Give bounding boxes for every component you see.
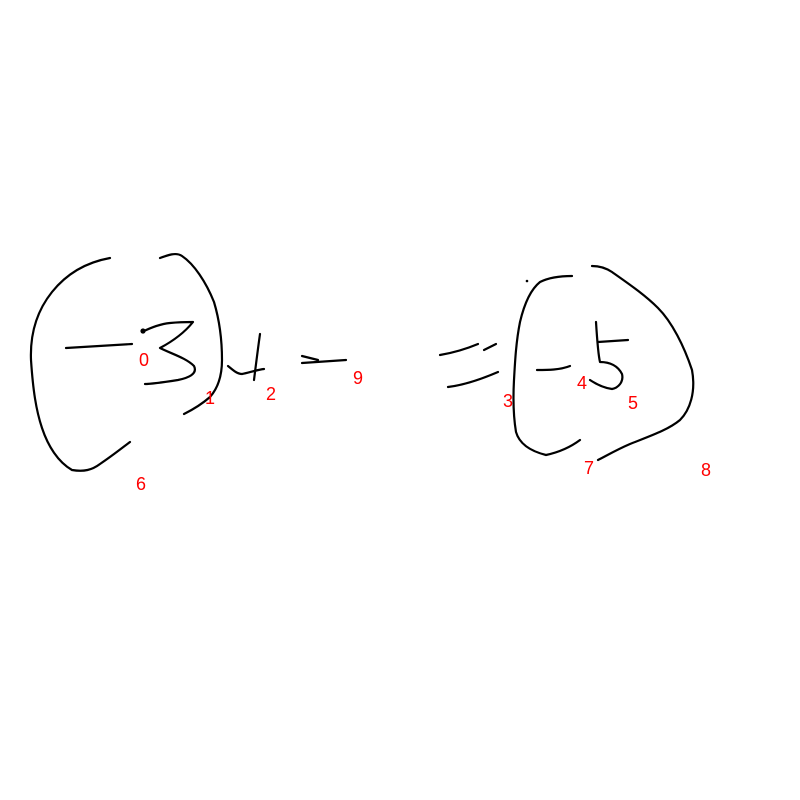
- stroke-dot: [140, 328, 146, 334]
- label-2: 2: [266, 384, 276, 404]
- stroke-five-body: [588, 320, 624, 391]
- label-6: 6: [136, 474, 146, 494]
- stroke-right-paren: [158, 252, 224, 416]
- stroke-right-group-paren-right: [590, 264, 695, 462]
- label-8: 8: [701, 460, 711, 480]
- stroke-minus-middle: [300, 354, 348, 365]
- label-5: 5: [628, 393, 638, 413]
- stroke-five-top: [596, 338, 630, 344]
- label-4: 4: [577, 373, 587, 393]
- stroke-speck: [525, 279, 529, 283]
- stroke-three: [140, 320, 196, 386]
- stroke-plus-vertical: [252, 332, 262, 382]
- label-3: 3: [503, 391, 513, 411]
- label-0: 0: [139, 350, 149, 370]
- stroke-right-group-paren-left: [512, 274, 582, 457]
- label-9: 9: [353, 368, 363, 388]
- label-1: 1: [205, 388, 215, 408]
- stroke-equals-top: [438, 342, 498, 357]
- label-7: 7: [584, 458, 594, 478]
- stroke-plus-horizontal: [226, 364, 266, 376]
- stroke-left-paren-top: [29, 256, 132, 472]
- stroke-equals-bottom: [446, 370, 500, 389]
- stroke-minus-right: [535, 364, 572, 372]
- stroke-minus-left: [64, 342, 134, 350]
